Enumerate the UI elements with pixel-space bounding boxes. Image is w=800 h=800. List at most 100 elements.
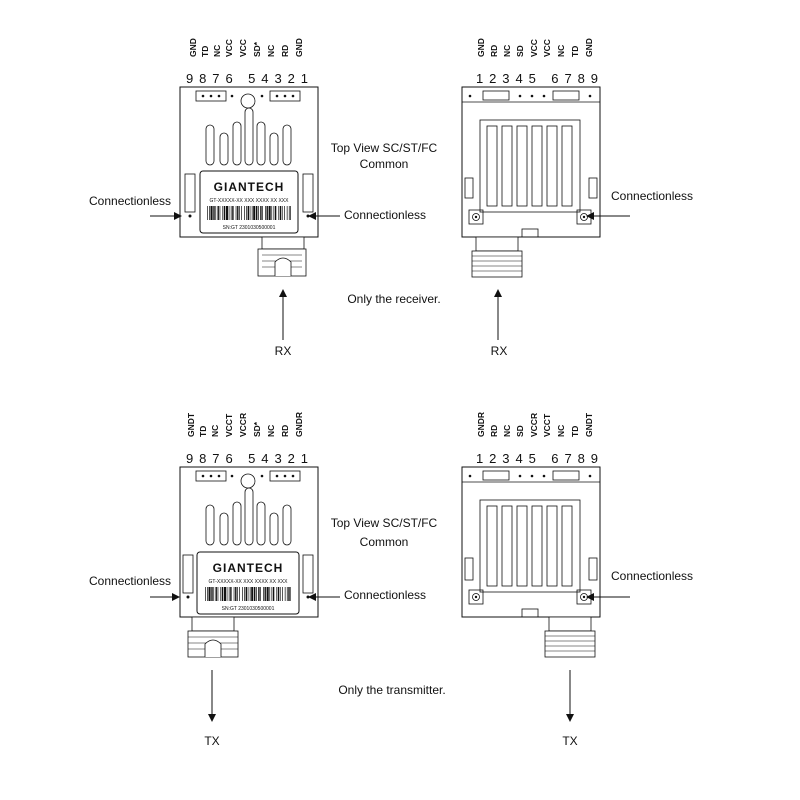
barcode-bar [219,206,221,220]
signal-label-right: RX [491,344,508,358]
connectionless-label-right: Connectionless [611,569,693,583]
barcode-bar [245,587,247,601]
barcode-bar [239,206,240,220]
label-serial: SN:GT 2301030500001 [222,606,275,612]
barcode-bar [258,206,259,220]
pin-label: NC [556,45,566,57]
section-subtitle: Common [360,535,409,549]
barcode-bar [274,206,277,220]
pin-label: VCCT [224,413,234,437]
top-right-pin-labels: GND RD NC SD VCC VCC NC TD GND [476,38,594,57]
barcode-bar [217,587,219,601]
barcode-bar [217,206,219,220]
connectionless-label-right: Connectionless [611,189,693,203]
top-right-module [461,86,601,278]
barcode-bar [241,206,242,220]
barcode-bar [249,587,251,601]
barcode-bar [265,206,266,220]
barcode-bar [284,206,285,220]
pin-label: RD [489,425,499,437]
brand-logo: GIANTECH [213,561,284,575]
bottom-left-pin-labels: GNDT TD NC VCCT VCCR SD* NC RD GNDR [186,412,304,437]
barcode-bar [282,587,283,601]
barcode-bar [207,206,208,220]
pin-label: VCC [238,39,248,57]
pin-label: VCC [224,39,234,57]
barcode-bar [247,587,249,601]
top-left-module: GIANTECH GT-XXXXX-XX XXX XXXX XX XXX SN:… [179,86,319,277]
barcode-bar [278,206,280,220]
section-caption: Only the transmitter. [338,683,445,697]
barcode-bar [221,587,224,601]
barcode-bar [242,587,243,601]
pin-label: NC [502,425,512,437]
barcode-bar [223,587,226,601]
pin-numbers: 9876 54321 [186,71,308,86]
barcode-bar [222,206,224,220]
pin-label: GNDR [476,412,486,437]
connectionless-label-center: Connectionless [344,208,426,222]
barcode-bar [266,206,268,220]
pin-label: GND [584,38,594,57]
top-section: GND TD NC VCC VCC SD* NC RD GND 9876 543… [89,38,693,358]
barcode-bar [271,587,273,601]
pin-label: VCCR [529,413,539,437]
barcode-bar [213,587,215,601]
barcode-bar [228,587,230,601]
barcode-bar [276,587,278,601]
barcode-bar [228,206,230,220]
barcode-bar [226,587,228,601]
pin-label: TD [200,46,210,57]
barcode-bar [215,206,217,220]
barcode [207,206,291,220]
barcode-bar [264,587,266,601]
pin-label: RD [280,45,290,57]
signal-label-left: RX [275,344,292,358]
barcode-bar [284,587,286,601]
barcode-bar [256,206,258,220]
pin-label: SD [515,45,525,57]
barcode-bar [237,587,238,601]
barcode-bar [288,206,290,220]
pin-label: GNDR [294,412,304,437]
barcode-bar [244,587,245,601]
pin-label: GNDT [186,412,196,437]
barcode-bar [272,587,275,601]
pin-label: TD [570,426,580,437]
barcode-bar [246,206,247,220]
barcode-bar [286,587,288,601]
section-title: Top View SC/ST/FC [331,141,438,155]
barcode-bar [205,587,206,601]
pin-label: GND [294,38,304,57]
barcode-bar [281,206,283,220]
barcode-bar [260,587,261,601]
barcode-bar [286,206,288,220]
connectionless-label-left: Connectionless [89,574,171,588]
barcode-bar [251,587,254,601]
top-left-pin-labels: GND TD NC VCC VCC SD* NC RD GND [188,38,304,57]
barcode-bar [233,587,235,601]
pin-label: VCC [529,39,539,57]
bottom-right-module [461,466,601,658]
barcode-bar [235,206,237,220]
pin-label: RD [280,425,290,437]
pin-label: TD [198,426,208,437]
barcode-bar [223,206,226,220]
barcode-bar [251,206,253,220]
barcode-bar [262,206,263,220]
barcode-bar [247,206,249,220]
pin-label: SD* [252,421,262,437]
barcode-bar [230,206,232,220]
section-caption: Only the receiver. [347,292,440,306]
barcode-bar [268,206,271,220]
pin-label: TD [570,46,580,57]
pin-label: VCCR [238,413,248,437]
pin-label: RD [489,45,499,57]
pin-label: GND [188,38,198,57]
pin-label: SD [515,425,525,437]
barcode-bar [209,206,210,220]
barcode-bar [207,587,208,601]
barcode-bar [220,587,222,601]
pin-numbers: 12345 6789 [476,451,598,466]
